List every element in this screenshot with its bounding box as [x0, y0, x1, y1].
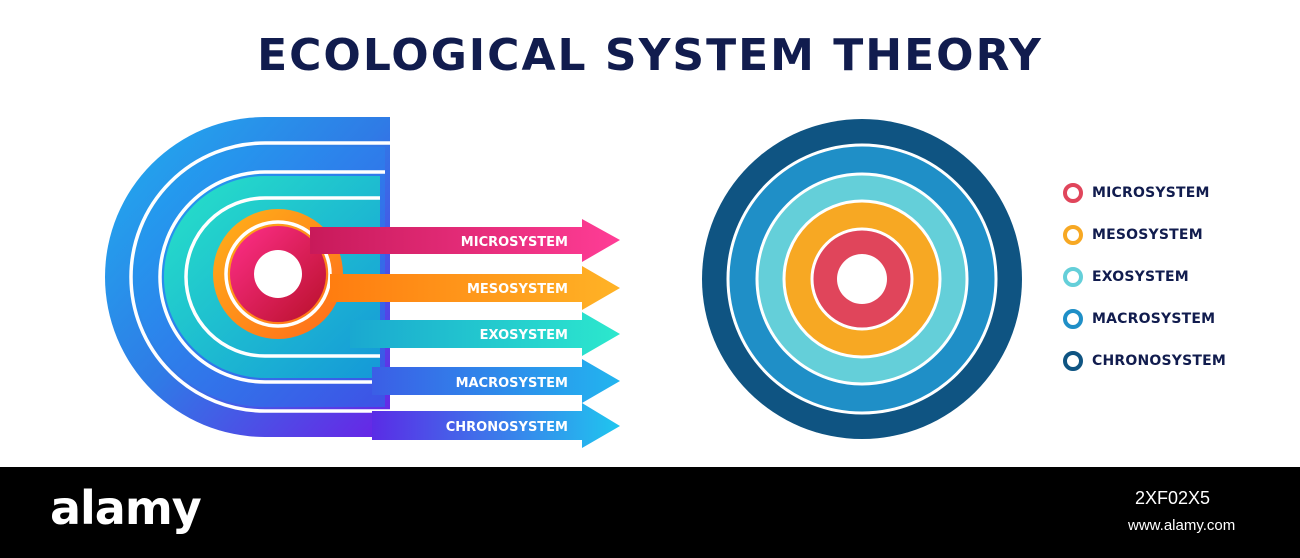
legend-label: EXOSYSTEM: [1092, 268, 1189, 285]
legend-item-chronosystem: CHRONOSYSTEM: [1063, 350, 1226, 371]
legend-label: MACROSYSTEM: [1092, 310, 1216, 327]
legend-label: MICROSYSTEM: [1092, 184, 1210, 201]
legend-label: MESOSYSTEM: [1092, 226, 1203, 243]
stock-id: 2XF02X5: [1135, 488, 1211, 508]
arrow-label-exosystem: EXOSYSTEM: [480, 328, 568, 343]
ring-icon: [1063, 308, 1083, 329]
arrow-exosystem: EXOSYSTEM: [350, 312, 620, 356]
page-title: ECOLOGICAL SYSTEM THEORY: [257, 30, 1043, 81]
ring-center: [837, 254, 887, 304]
ecological-diagram: CHRONOSYSTEM MACROSYSTEM EXOSYSTEM MESOS…: [105, 117, 1022, 448]
arrow-chronosystem: CHRONOSYSTEM: [372, 403, 620, 448]
brand-logo: alamy: [50, 481, 202, 535]
legend-item-mesosystem: MESOSYSTEM: [1063, 224, 1226, 245]
arrow-label-microsystem: MICROSYSTEM: [461, 235, 568, 250]
stock-url: www.alamy.com: [1128, 517, 1236, 534]
right-concentric-diagram: [702, 119, 1022, 439]
arrow-microsystem: MICROSYSTEM: [310, 219, 620, 262]
legend-label: CHRONOSYSTEM: [1092, 352, 1227, 369]
legend-item-microsystem: MICROSYSTEM: [1063, 182, 1226, 203]
ring-icon: [1063, 224, 1083, 245]
center-hole: [254, 250, 302, 298]
left-nested-diagram: [105, 117, 390, 437]
arrow-macrosystem: MACROSYSTEM: [372, 359, 620, 403]
arrow-mesosystem: MESOSYSTEM: [330, 266, 620, 310]
ring-icon: [1063, 266, 1083, 287]
legend-item-exosystem: EXOSYSTEM: [1063, 266, 1226, 287]
ring-icon: [1063, 182, 1083, 203]
chronosystem-outline: [129, 141, 390, 413]
macrosystem-outline: [158, 170, 385, 384]
exosystem-outline: [184, 196, 380, 358]
watermark-footer: alamy 2XF02X5 www.alamy.com: [0, 467, 1300, 558]
ring-icon: [1063, 350, 1083, 371]
legend: MICROSYSTEM MESOSYSTEM EXOSYSTEM MACROSY…: [1063, 182, 1226, 392]
arrow-label-macrosystem: MACROSYSTEM: [456, 376, 568, 391]
legend-item-macrosystem: MACROSYSTEM: [1063, 308, 1226, 329]
arrow-label-mesosystem: MESOSYSTEM: [467, 282, 568, 297]
arrow-label-chronosystem: CHRONOSYSTEM: [446, 420, 568, 435]
